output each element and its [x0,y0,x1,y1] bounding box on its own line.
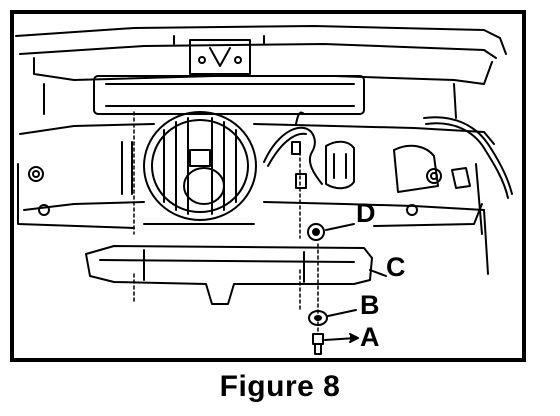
panel-bolts [28,166,442,216]
callout-a: A [360,322,380,352]
figure-caption: Figure 8 [219,370,341,403]
alignment-guides [133,111,319,333]
molding-part-c [85,245,387,305]
retainer-part-d [307,223,355,241]
callout-d: D [356,198,376,228]
line-drawing [15,25,513,355]
rear-panel-outline [15,25,507,229]
cross-member [19,123,495,211]
upper-latch-housing [93,35,365,115]
lamp-housing [143,111,257,225]
figure-frame [10,10,526,362]
callout-c: C [386,252,406,282]
callout-b: B [360,290,380,320]
washer-part-b [308,309,357,326]
bolt-part-a [312,333,359,355]
wiring-harness [263,111,513,275]
